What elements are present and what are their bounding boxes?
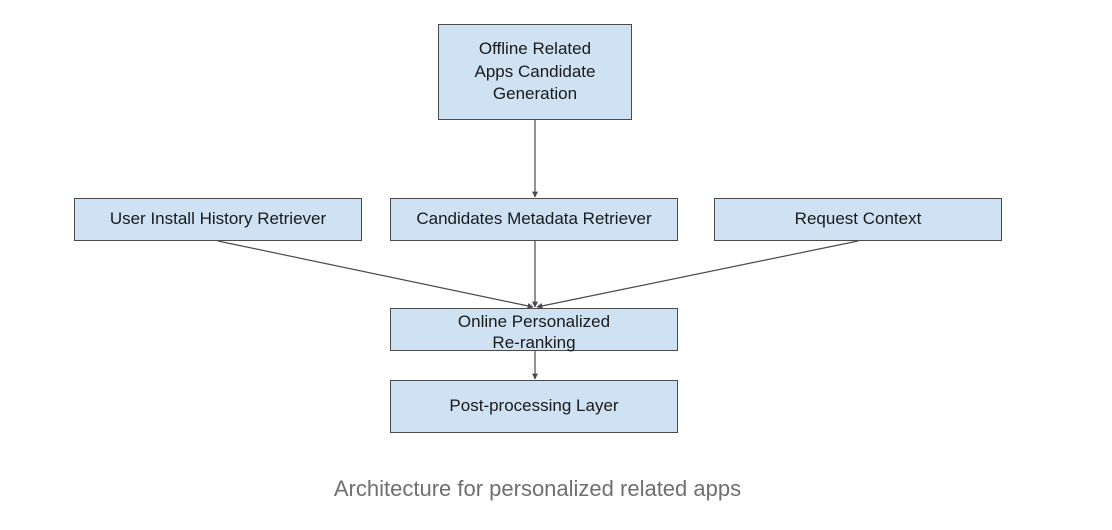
node-request-context: Request Context: [714, 198, 1002, 241]
node-user-install-history-retriever: User Install History Retriever: [74, 198, 362, 241]
node-candidates-metadata-retriever: Candidates Metadata Retriever: [390, 198, 678, 241]
node-offline-candidate-generation: Offline Related Apps Candidate Generatio…: [438, 24, 632, 120]
edge-context-to-reranking: [536, 240, 859, 309]
node-post-processing-layer: Post-processing Layer: [390, 380, 678, 433]
figure-caption: Architecture for personalized related ap…: [333, 476, 742, 501]
edge-user-history-to-reranking: [217, 240, 534, 309]
node-online-personalized-reranking: Online Personalized Re-ranking: [390, 308, 678, 352]
